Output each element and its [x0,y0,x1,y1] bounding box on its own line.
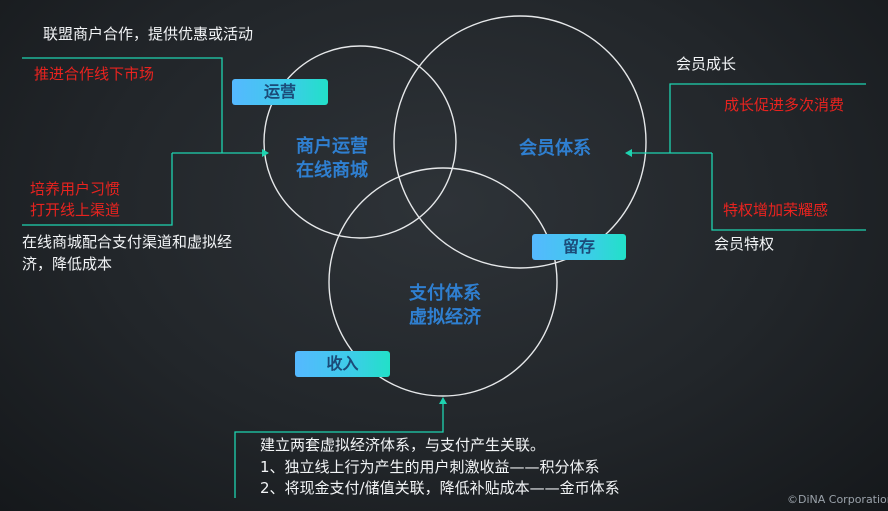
left-top-text: 联盟商户合作，提供优惠或活动 [43,25,254,43]
member-circle [393,15,647,269]
right-privilege-text: 特权增加荣耀感 [723,201,829,219]
right-growth-text: 成长促进多次消费 [724,96,845,114]
bottom-text-line-3: 2、将现金支付/储值关联，降低补贴成本——金币体系 [260,479,620,497]
retention-badge: 留存 [532,234,626,260]
member-circle-label: 会员体系 [519,138,591,159]
right-growth-title: 会员成长 [676,55,737,73]
left-mall-text-1: 在线商城配合支付渠道和虚拟经 [22,233,233,251]
bottom-text-line-2: 1、独立线上行为产生的用户刺激收益——积分体系 [260,458,600,476]
bottom-text-line-1: 建立两套虚拟经济体系，与支付产生关联。 [260,436,546,454]
copyright-text: ©DiNA Corporation [787,493,888,506]
bottom-connector [234,397,447,498]
merchant-circle [263,45,457,239]
left-top-connector [22,57,223,153]
payment-label-line-2: 虚拟经济 [409,307,481,328]
left-market-text: 推进合作线下市场 [34,65,155,83]
left-mall-text-2: 济，降低成本 [22,255,113,273]
left-habit-text-2: 打开线上渠道 [30,201,121,219]
left-habit-text-1: 培养用户习惯 [30,180,121,198]
right-top-connector [669,83,866,153]
left-bottom-connector [22,153,173,226]
payment-circle [328,167,558,397]
operation-badge: 运营 [232,79,328,105]
payment-circle-label: 支付体系 虚拟经济 [390,282,500,330]
payment-label-line-1: 支付体系 [409,283,481,304]
merchant-label-line-1: 商户运营 [296,136,368,157]
income-badge: 收入 [295,351,390,377]
merchant-circle-label: 商户运营 在线商城 [282,135,382,183]
right-privilege-title: 会员特权 [714,235,775,253]
right-bottom-connector [711,153,866,231]
merchant-label-line-2: 在线商城 [296,160,368,181]
